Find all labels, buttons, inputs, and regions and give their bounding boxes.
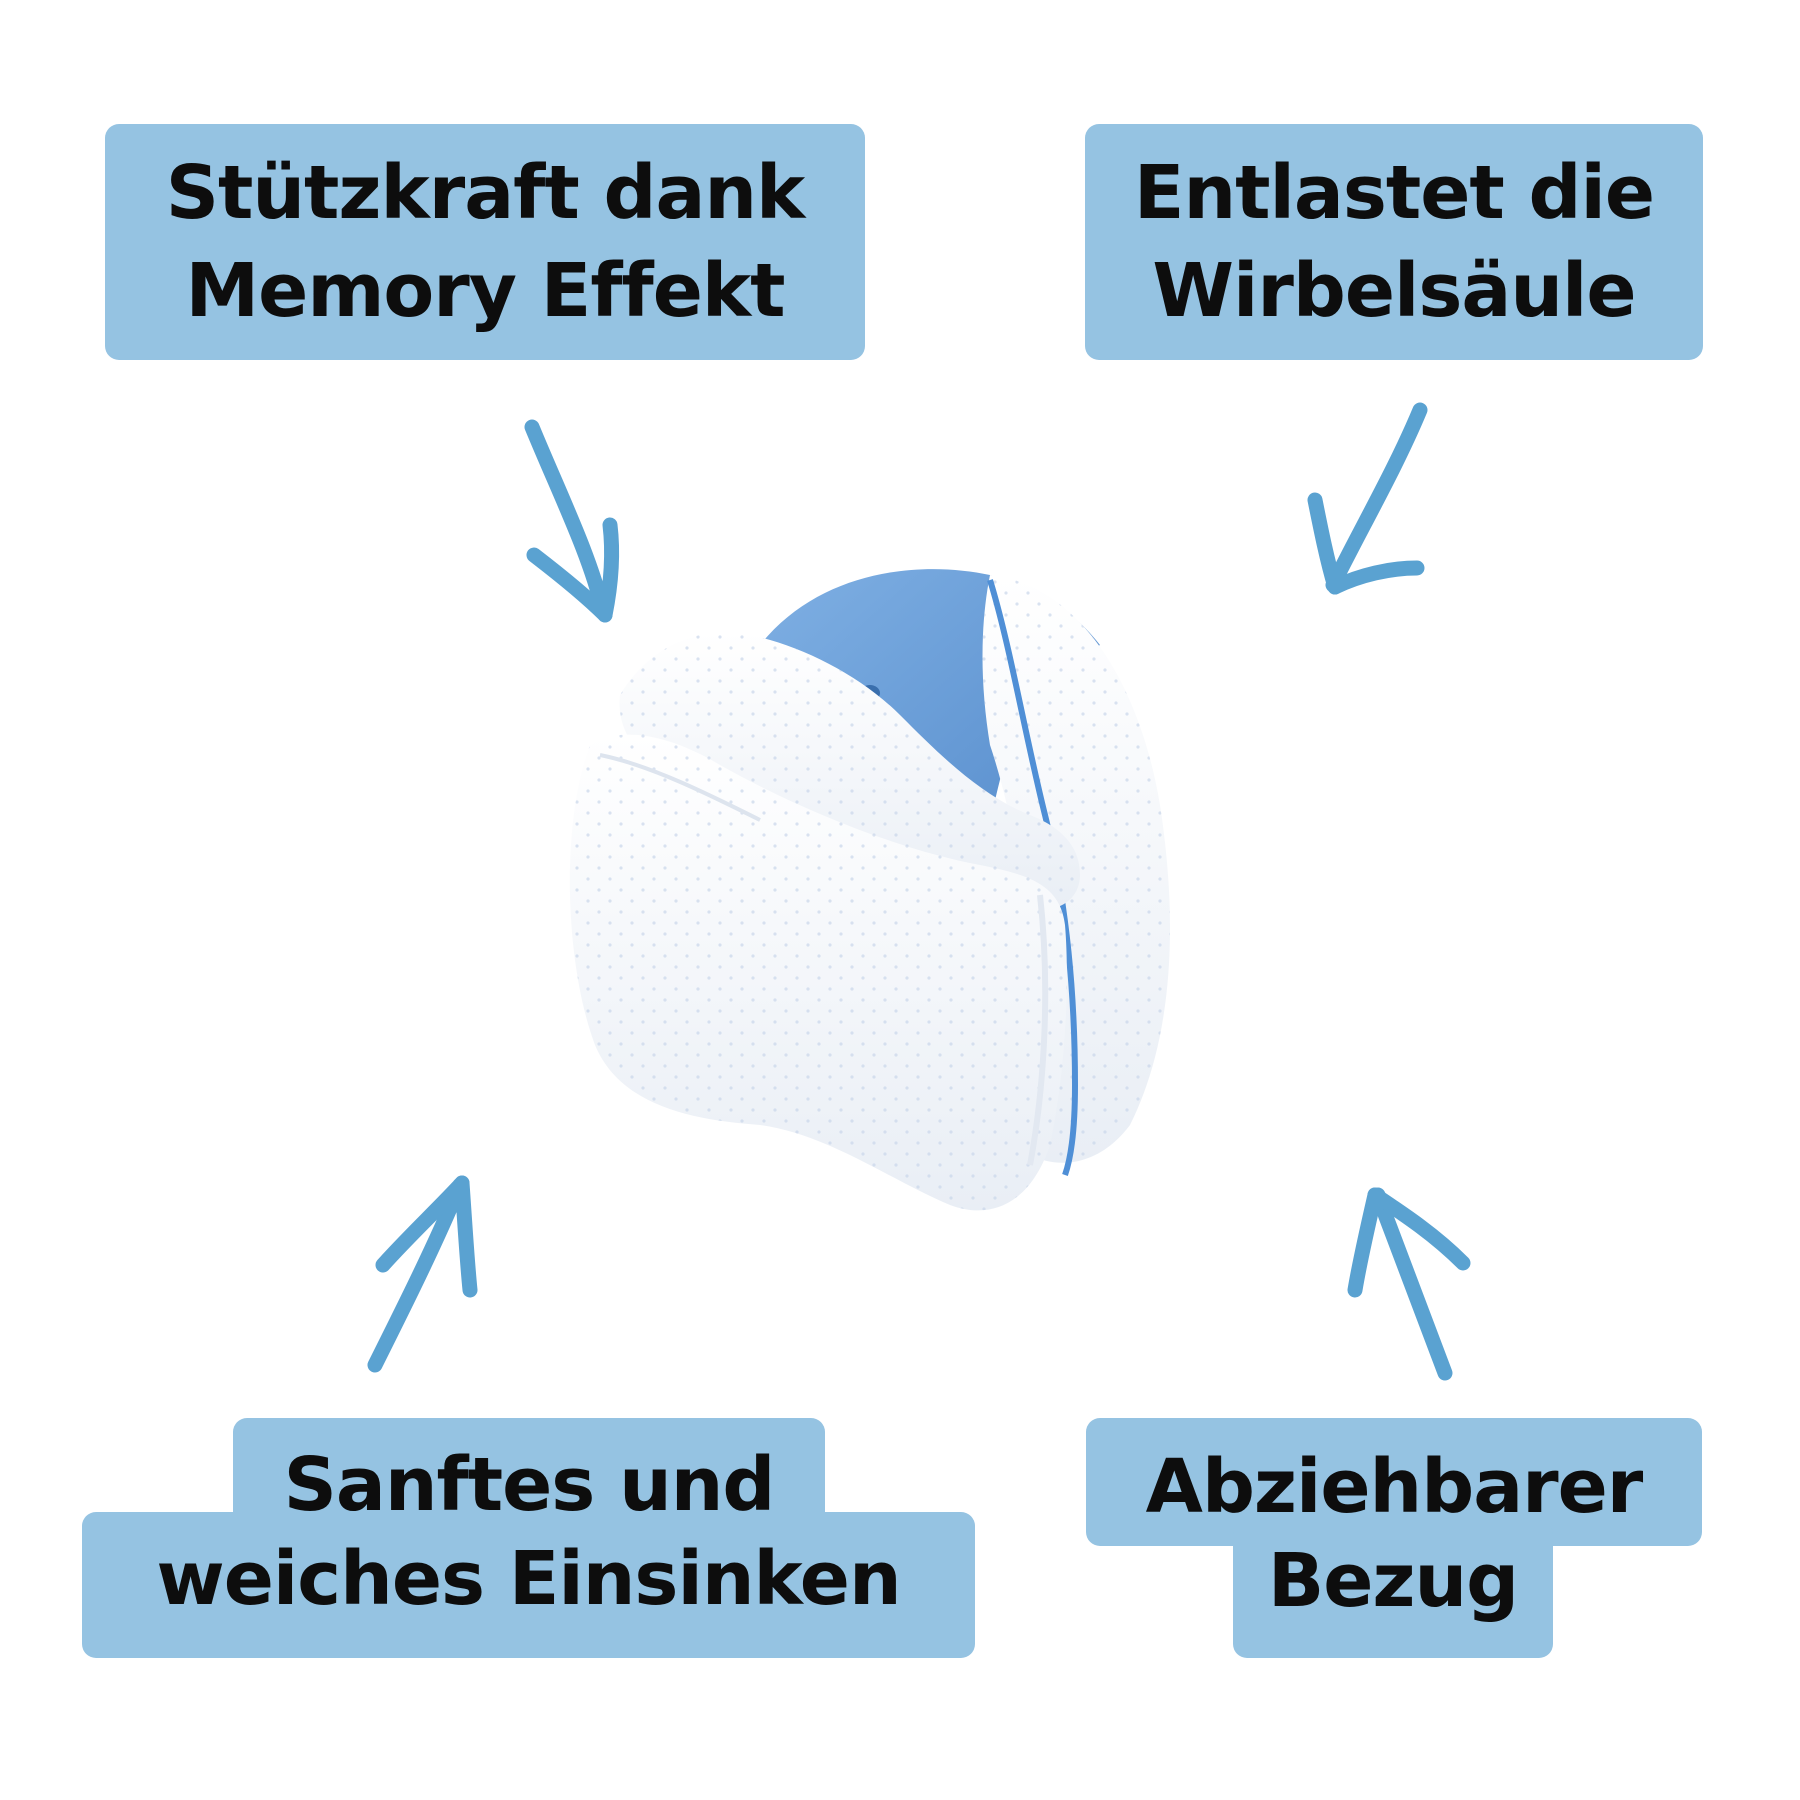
label-top-right-line1: Entlastet die [1133, 150, 1655, 236]
label-top-left-line2: Memory Effekt [185, 248, 786, 334]
label-top-right-line2: Wirbelsäule [1152, 248, 1636, 334]
label-bottom-left-line2-box: weiches Einsinken [82, 1512, 975, 1658]
label-bottom-right-line2: Bezug [1267, 1538, 1519, 1624]
label-top-left-line1: Stützkraft dank [165, 150, 806, 236]
label-top-left: Stützkraft dank Memory Effekt [105, 124, 865, 360]
label-bottom-right-line2-box: Bezug [1233, 1520, 1553, 1658]
label-bottom-left-line2: weiches Einsinken [156, 1536, 901, 1622]
arrow-up-right-icon [367, 1175, 478, 1373]
arrow-down-right-icon [524, 419, 620, 623]
arrow-down-left-icon [1307, 402, 1428, 595]
knee-pillow-image [569, 569, 1170, 1211]
label-bottom-right-line1: Abziehbarer [1145, 1444, 1644, 1530]
arrow-up-left-icon [1347, 1187, 1471, 1381]
label-top-right: Entlastet die Wirbelsäule [1085, 124, 1703, 360]
